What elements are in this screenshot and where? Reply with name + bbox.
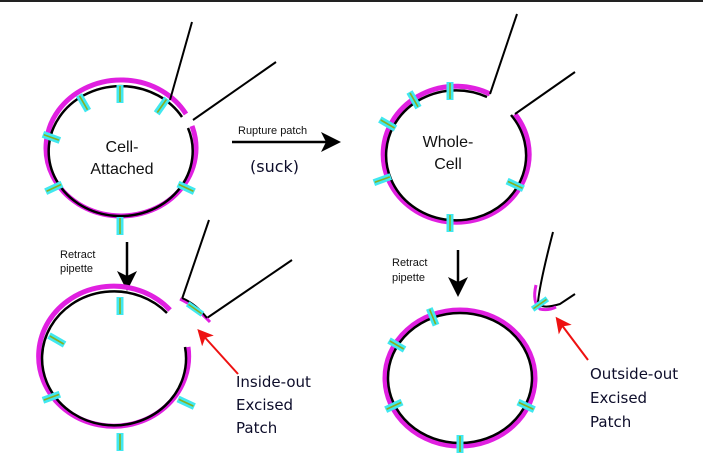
pipette-wall [192, 61, 277, 121]
cell-label-line1: Whole- [423, 134, 474, 151]
inside-out-label: Excised [236, 396, 293, 414]
retract-label: pipette [60, 263, 93, 275]
channel [384, 398, 404, 413]
channel [516, 398, 536, 413]
outside-out-label: Outside-out [590, 365, 678, 383]
channel [530, 296, 550, 312]
channel [47, 332, 67, 348]
channel [116, 297, 124, 315]
channel [41, 390, 62, 404]
suck-label: (suck) [250, 157, 299, 176]
pointer-arrow [197, 329, 239, 375]
channel [426, 307, 440, 327]
pipette-wall [514, 71, 576, 115]
retract-label: Retract [60, 249, 95, 261]
channel [185, 301, 205, 317]
channels [41, 297, 196, 451]
inside-out-label: Inside-out [236, 373, 311, 391]
whole-cell: Whole- Cell [372, 13, 576, 232]
pipette-wall [206, 259, 293, 319]
channels [384, 307, 536, 453]
channel [116, 85, 124, 103]
inside-out-label: Patch [236, 419, 277, 437]
pipette-tip [536, 231, 576, 308]
channels [372, 82, 525, 232]
channel [446, 214, 454, 232]
channel [176, 395, 196, 410]
pipette-wall [489, 13, 518, 95]
outside-out-cell [382, 231, 576, 453]
rupture-label: Rupture patch [238, 125, 307, 137]
channel [378, 116, 398, 132]
channel [41, 131, 62, 144]
channel [153, 96, 170, 116]
excised-patch [533, 284, 557, 312]
pipette-wall [181, 219, 210, 300]
channel [116, 217, 124, 235]
pipette-wall [169, 21, 193, 101]
channel [406, 90, 422, 110]
channels [41, 85, 196, 235]
channel [116, 433, 124, 451]
channel [75, 93, 92, 113]
cell-attached: Cell- Attached [41, 21, 277, 235]
retract-label: Retract [392, 257, 427, 269]
cell-label-line1: Cell- [106, 139, 139, 156]
channel [446, 82, 454, 100]
outside-out-label: Patch [590, 413, 631, 431]
channel [44, 180, 64, 195]
retract-label: pipette [392, 272, 425, 284]
channel [505, 177, 525, 192]
channel [387, 337, 407, 353]
channel [176, 180, 196, 195]
channel [372, 173, 392, 186]
outside-out-label: Excised [590, 389, 647, 407]
cell-label-line2: Cell [434, 156, 462, 173]
pointer-arrow [555, 316, 589, 361]
inside-out-cell [36, 219, 293, 451]
channel [456, 435, 464, 453]
cell-label-line2: Attached [90, 161, 153, 178]
